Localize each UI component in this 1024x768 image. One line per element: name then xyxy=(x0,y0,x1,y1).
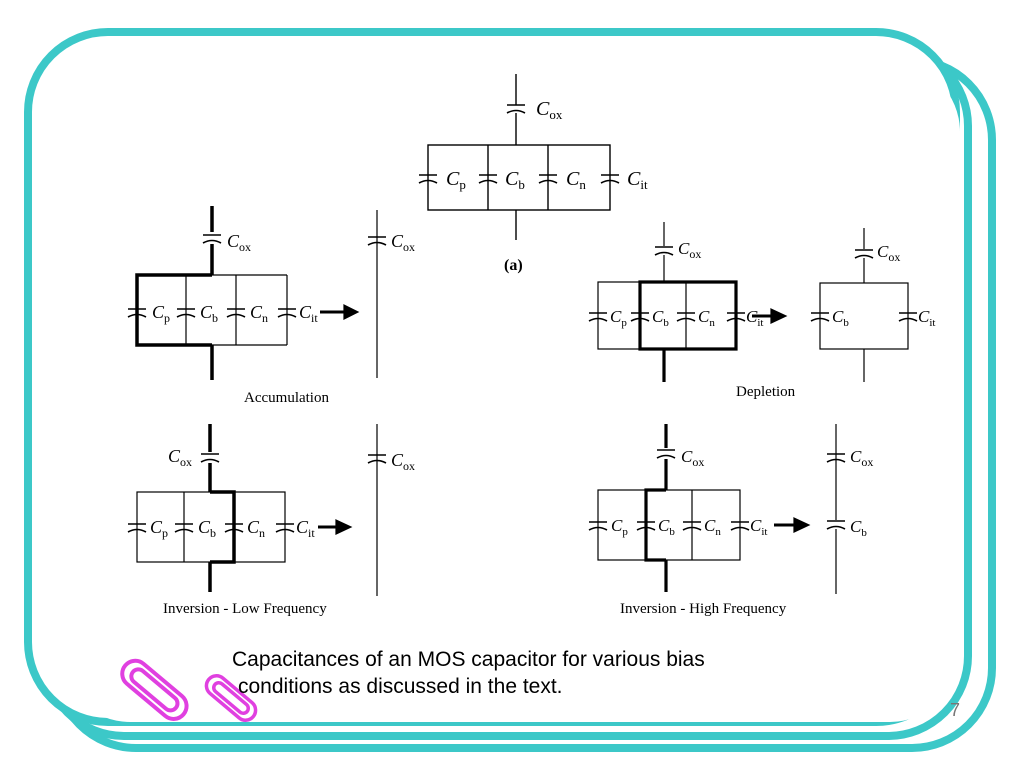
panel-a-labels: Cox Cp Cb Cn Cit (a) xyxy=(446,98,648,274)
label-cn: Cn xyxy=(566,168,586,192)
label-cit: Cit xyxy=(918,307,935,329)
label-cox: Cox xyxy=(536,98,563,122)
label-cp: Cp xyxy=(152,302,170,325)
label-cit: Cit xyxy=(627,168,648,192)
label-cn: Cn xyxy=(704,516,721,538)
depletion-label: Depletion xyxy=(736,384,796,400)
label-cn: Cn xyxy=(698,307,715,329)
inversion-low-label: Inversion - Low Frequency xyxy=(163,601,327,617)
label-cb: Cb xyxy=(200,302,218,325)
label-cb: Cb xyxy=(505,168,525,192)
label-cn: Cn xyxy=(250,302,268,325)
label-cox: Cox xyxy=(391,231,415,254)
label-cp: Cp xyxy=(611,516,628,538)
paperclip-icon xyxy=(204,674,258,722)
inversion-high-circuit xyxy=(588,424,846,594)
panel-a-label: (a) xyxy=(504,257,523,274)
accumulation-label: Accumulation xyxy=(244,390,329,406)
inversion-high-labels: Cox Cp Cb Cn Cit Cox Cb Inversion - High… xyxy=(611,447,873,617)
label-cox: Cox xyxy=(168,446,192,469)
label-cox: Cox xyxy=(850,447,873,469)
label-cp: Cp xyxy=(446,168,466,192)
slide-caption: Capacitances of an MOS capacitor for var… xyxy=(232,646,852,700)
label-cit: Cit xyxy=(296,517,315,540)
label-cox: Cox xyxy=(678,239,701,261)
inversion-high-label: Inversion - High Frequency xyxy=(620,601,787,617)
label-cox: Cox xyxy=(877,242,900,264)
label-cit: Cit xyxy=(746,307,763,329)
label-cox: Cox xyxy=(227,231,251,254)
inversion-low-circuit xyxy=(127,424,387,596)
label-cb: Cb xyxy=(850,517,867,539)
label-cb: Cb xyxy=(652,307,669,329)
label-cn: Cn xyxy=(247,517,265,540)
depletion-circuit xyxy=(588,222,918,382)
slide-number: 7 xyxy=(950,700,961,720)
caption-line-2: conditions as discussed in the text. xyxy=(238,675,563,698)
label-cp: Cp xyxy=(610,307,627,329)
label-cb: Cb xyxy=(832,307,849,329)
paperclip-icon xyxy=(120,658,189,721)
label-cb: Cb xyxy=(198,517,216,540)
label-cox: Cox xyxy=(391,450,415,473)
accumulation-circuit xyxy=(127,206,387,380)
depletion-labels: Cox Cp Cb Cn Cit Cox Cb Cit Depletion xyxy=(610,239,935,400)
label-cit: Cit xyxy=(750,516,767,538)
panel-a-circuit xyxy=(418,74,620,240)
label-cp: Cp xyxy=(150,517,168,540)
inversion-low-labels: Cox Cp Cb Cn Cit Cox Inversion - Low Fre… xyxy=(150,446,415,617)
label-cox: Cox xyxy=(681,447,704,469)
label-cb: Cb xyxy=(658,516,675,538)
accumulation-labels: Cox Cp Cb Cn Cit Cox Accumulation xyxy=(152,231,415,406)
caption-line-1: Capacitances of an MOS capacitor for var… xyxy=(232,648,705,671)
label-cit: Cit xyxy=(299,302,318,325)
